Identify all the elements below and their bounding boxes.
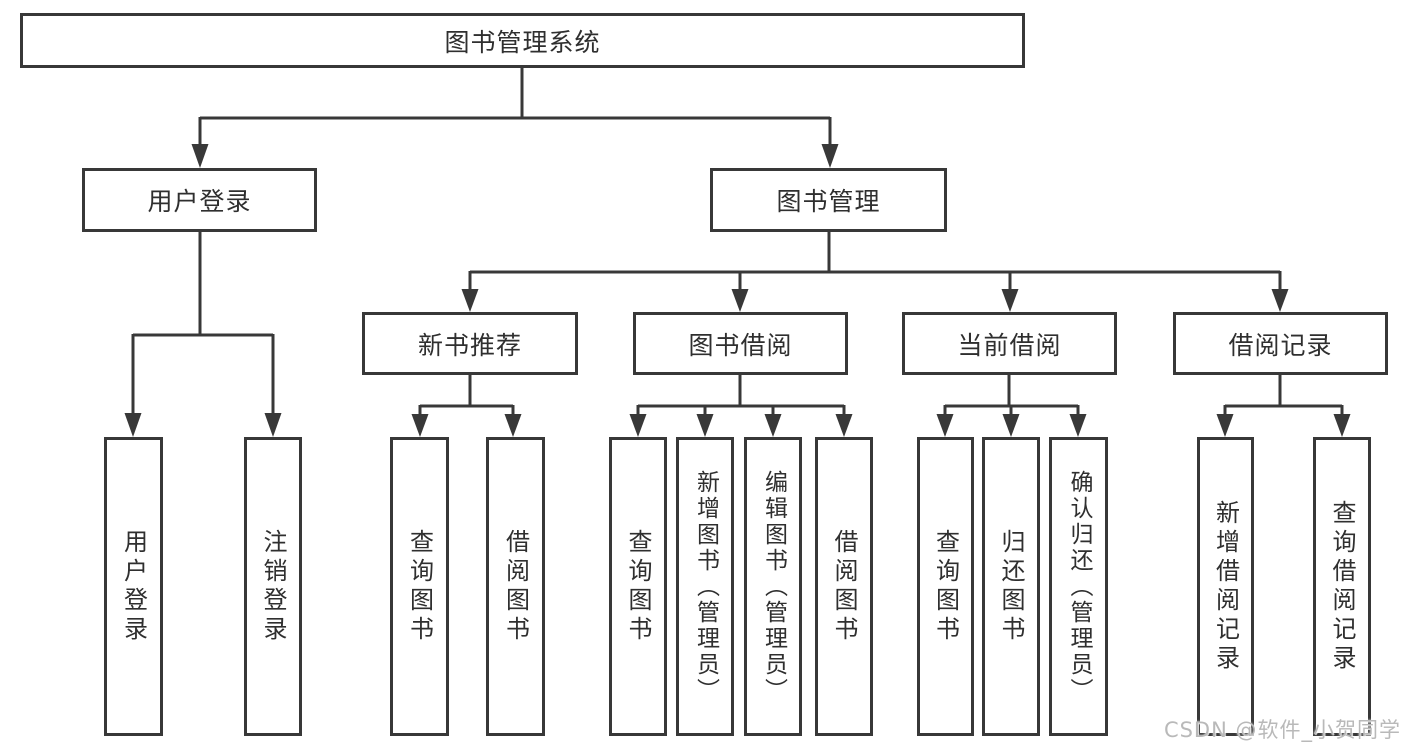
leaf-label: 查询借阅记录 <box>1328 499 1356 674</box>
leaf-label: 新增借阅记录 <box>1211 499 1240 674</box>
leaf-label: 查询图书 <box>931 528 960 645</box>
leaf-add-books-admin: 新增图书（管理员） <box>676 437 734 736</box>
node-current-borrowing: 当前借阅 <box>902 312 1117 375</box>
leaf-user-login: 用户登录 <box>104 437 163 736</box>
leaf-query-books-3: 查询图书 <box>917 437 974 736</box>
leaf-label: 编辑图书（管理员） <box>760 469 787 704</box>
leaf-borrow-books-2: 借阅图书 <box>815 437 873 736</box>
leaf-label: 查询图书 <box>405 528 434 645</box>
leaf-label: 借阅图书 <box>830 528 858 645</box>
leaf-query-books-1: 查询图书 <box>390 437 449 736</box>
leaf-logout: 注销登录 <box>244 437 302 736</box>
csdn-watermark: CSDN @软件_小贺同学 <box>1163 718 1401 742</box>
leaf-edit-books-admin: 编辑图书（管理员） <box>744 437 802 736</box>
leaf-confirm-return-admin: 确认归还（管理员） <box>1049 437 1108 736</box>
leaf-query-borrow-record: 查询借阅记录 <box>1313 437 1371 736</box>
node-label: 用户登录 <box>147 187 252 216</box>
leaf-label: 注销登录 <box>259 528 287 645</box>
node-book-management: 图书管理 <box>710 168 947 232</box>
node-label: 当前借阅 <box>957 330 1062 360</box>
leaf-label: 借阅图书 <box>501 528 530 645</box>
node-label: 借阅记录 <box>1228 330 1333 360</box>
leaf-label: 新增图书（管理员） <box>692 469 719 704</box>
leaf-return-books: 归还图书 <box>982 437 1040 736</box>
leaf-label: 用户登录 <box>119 528 148 645</box>
node-label: 图书管理系统 <box>444 27 601 57</box>
node-book-borrowing: 图书借阅 <box>633 312 848 375</box>
node-user-login: 用户登录 <box>82 168 317 232</box>
node-borrowing-records: 借阅记录 <box>1173 312 1388 375</box>
node-label: 图书借阅 <box>688 330 793 360</box>
node-label: 图书管理 <box>776 187 881 216</box>
node-label: 新书推荐 <box>417 330 522 360</box>
leaf-label: 归还图书 <box>997 528 1025 645</box>
leaf-borrow-books-1: 借阅图书 <box>486 437 545 736</box>
node-new-book-recommend: 新书推荐 <box>362 312 578 375</box>
node-library-management-system: 图书管理系统 <box>20 13 1025 68</box>
leaf-label: 查询图书 <box>624 528 652 645</box>
leaf-label: 确认归还（管理员） <box>1066 469 1092 704</box>
leaf-query-books-2: 查询图书 <box>609 437 667 736</box>
leaf-add-borrow-record: 新增借阅记录 <box>1197 437 1254 736</box>
